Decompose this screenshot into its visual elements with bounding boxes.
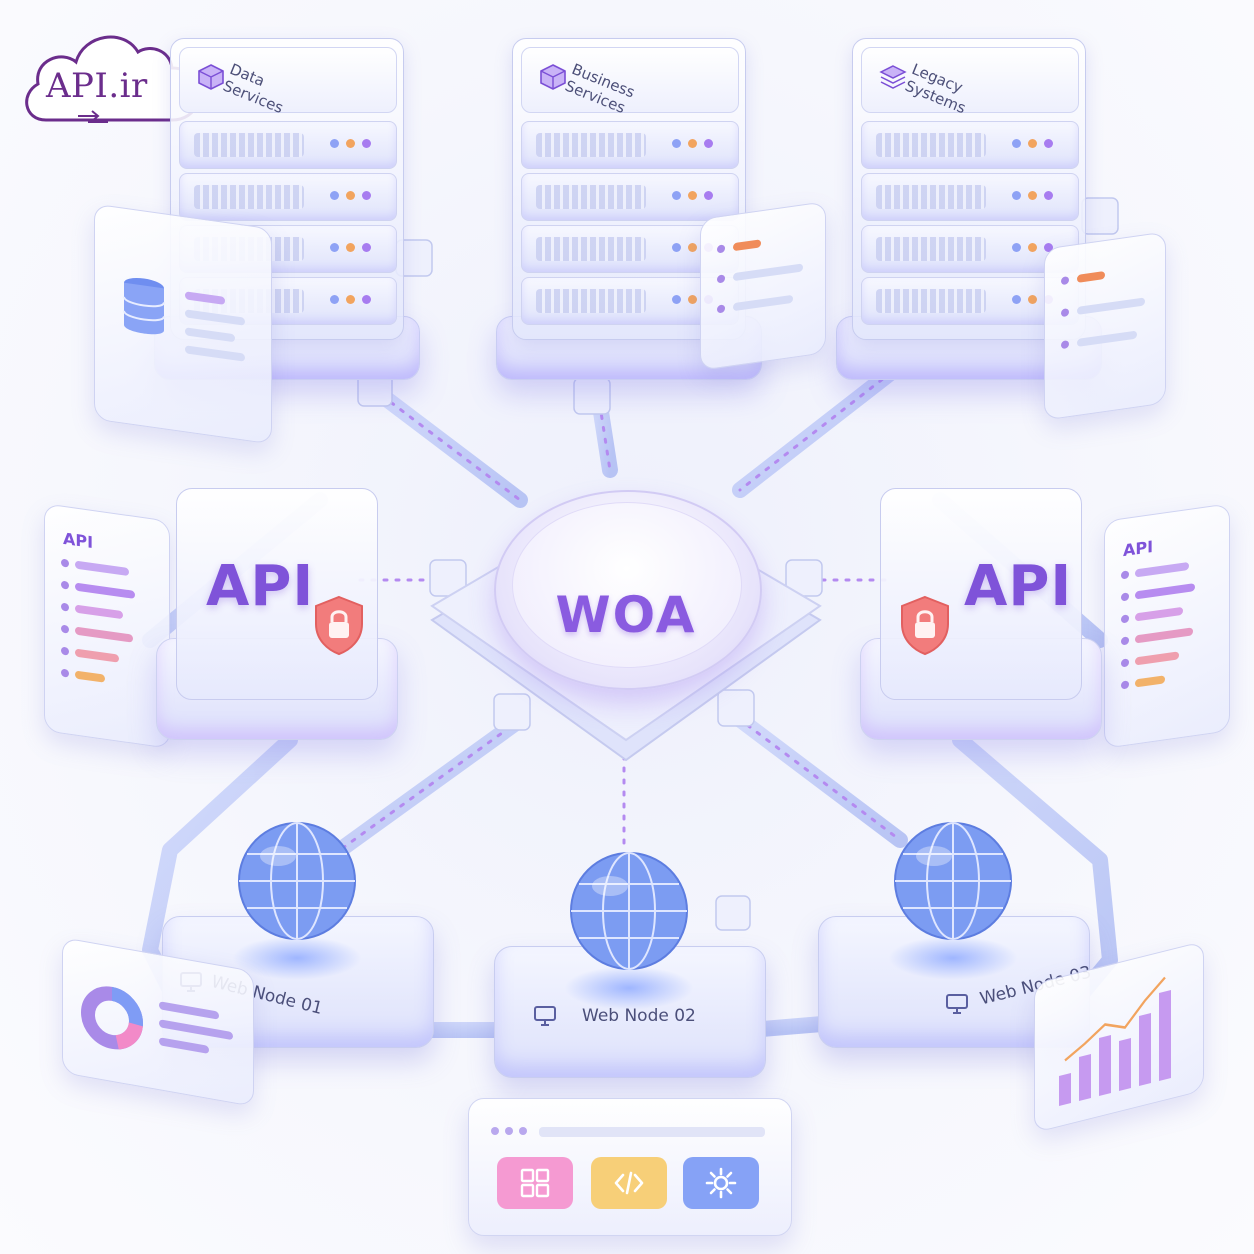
- connector: [1081, 197, 1119, 235]
- connector: [717, 689, 755, 727]
- rack-label: Legacy Systems: [902, 60, 969, 118]
- api-list-panel-right: API: [1104, 503, 1230, 749]
- api-module-right: API: [860, 488, 1102, 740]
- api-list-panel-left: API: [44, 503, 170, 749]
- node-label: Web Node 02: [582, 1006, 696, 1026]
- api-ir-logo: API.ir: [18, 20, 210, 132]
- woa-label: WOA: [555, 586, 697, 644]
- gear-icon: [705, 1167, 737, 1199]
- bar-chart-icon: [1059, 976, 1171, 1106]
- status-panel: [1044, 231, 1166, 421]
- donut-chart-icon: [81, 986, 143, 1050]
- globe-icon: [894, 822, 1012, 940]
- api-panel-title: API: [63, 528, 94, 553]
- api-module-left: API: [156, 488, 398, 740]
- shield-lock-icon: [901, 595, 949, 656]
- rack-label: Business Services: [562, 60, 638, 118]
- globe-icon: [238, 822, 356, 940]
- code-icon: [614, 1171, 644, 1195]
- grid-button[interactable]: [497, 1157, 573, 1209]
- logo-text: API.ir: [46, 66, 148, 106]
- database-panel: [94, 203, 272, 445]
- cube-icon: [198, 64, 224, 90]
- globe-icon: [570, 852, 688, 970]
- database-icon: [123, 277, 165, 335]
- bar-chart-panel: [1034, 940, 1204, 1134]
- woa-hub: WOA: [420, 470, 832, 770]
- connector: [715, 895, 751, 931]
- address-bar: [539, 1127, 765, 1137]
- monitor-icon: [534, 1006, 556, 1026]
- api-label: API: [964, 554, 1073, 619]
- web-node-03: Web Node 03: [818, 822, 1093, 1048]
- app-toolbar: [468, 1098, 792, 1236]
- web-node-02: Web Node 02: [494, 852, 766, 1078]
- cube-icon: [540, 64, 566, 90]
- connector: [493, 693, 531, 731]
- shield-lock-icon: [315, 595, 363, 656]
- api-label: API: [206, 554, 315, 619]
- connector: [573, 377, 611, 415]
- monitor-icon: [946, 994, 968, 1014]
- rack-label: Data Services: [220, 60, 286, 118]
- layers-icon: [879, 65, 907, 89]
- grid-icon: [520, 1168, 550, 1198]
- donut-panel: [62, 937, 254, 1107]
- settings-button[interactable]: [683, 1157, 759, 1209]
- status-panel: [700, 201, 826, 371]
- code-button[interactable]: [591, 1157, 667, 1209]
- api-panel-title: API: [1123, 536, 1154, 561]
